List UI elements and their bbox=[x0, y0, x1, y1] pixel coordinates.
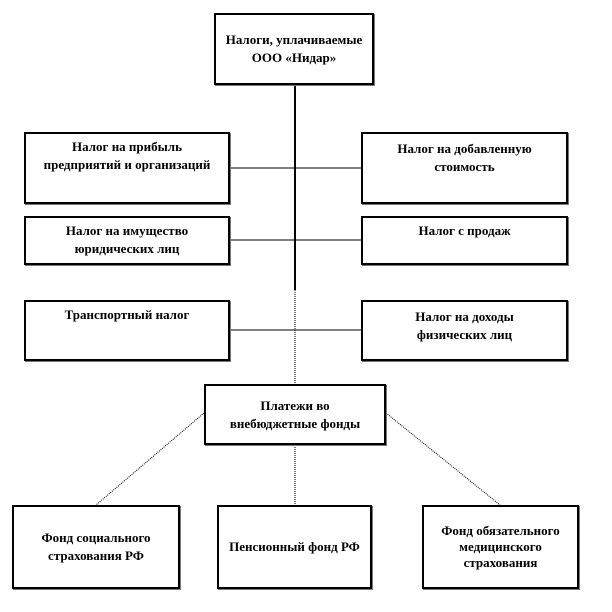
tax-node-profit: Налог на прибыль предприятий и организац… bbox=[24, 132, 230, 204]
tax-node-vat: Налог на добавленную стоимость bbox=[361, 132, 568, 204]
fund-line-left bbox=[95, 412, 205, 506]
fund-label: Фонд социального страхования РФ bbox=[41, 530, 151, 563]
root-label: Налоги, уплачиваемые ООО «Нидар» bbox=[225, 32, 363, 65]
tax-node-property: Налог на имущество юридических лиц bbox=[24, 216, 230, 265]
fund-label: Фонд обязательного медицинского страхова… bbox=[441, 523, 560, 570]
tax-node-income: Налог на доходы физических лиц bbox=[361, 300, 568, 361]
tax-node-transport: Транспортный налог bbox=[24, 300, 230, 361]
fund-node-pension: Пенсионный фонд РФ bbox=[217, 505, 372, 589]
tax-label: Налог на добавленную стоимость bbox=[397, 141, 532, 174]
tax-label: Налог на прибыль предприятий и организац… bbox=[43, 139, 211, 172]
funds-node: Платежи во внебюджетные фонды bbox=[204, 384, 386, 445]
tax-node-sales: Налог с продаж bbox=[361, 216, 568, 265]
tax-label: Транспортный налог bbox=[64, 307, 190, 322]
fund-line-right bbox=[385, 412, 501, 506]
root-node: Налоги, уплачиваемые ООО «Нидар» bbox=[214, 13, 374, 85]
fund-label: Пенсионный фонд РФ bbox=[229, 539, 360, 554]
fund-node-social: Фонд социального страхования РФ bbox=[12, 505, 180, 589]
tax-label: Налог с продаж bbox=[418, 223, 511, 238]
fund-node-medical: Фонд обязательного медицинского страхова… bbox=[422, 505, 579, 589]
funds-label: Платежи во внебюджетные фонды bbox=[229, 397, 361, 431]
tax-label: Налог на имущество юридических лиц bbox=[65, 223, 189, 256]
tax-label: Налог на доходы физических лиц bbox=[415, 309, 514, 342]
